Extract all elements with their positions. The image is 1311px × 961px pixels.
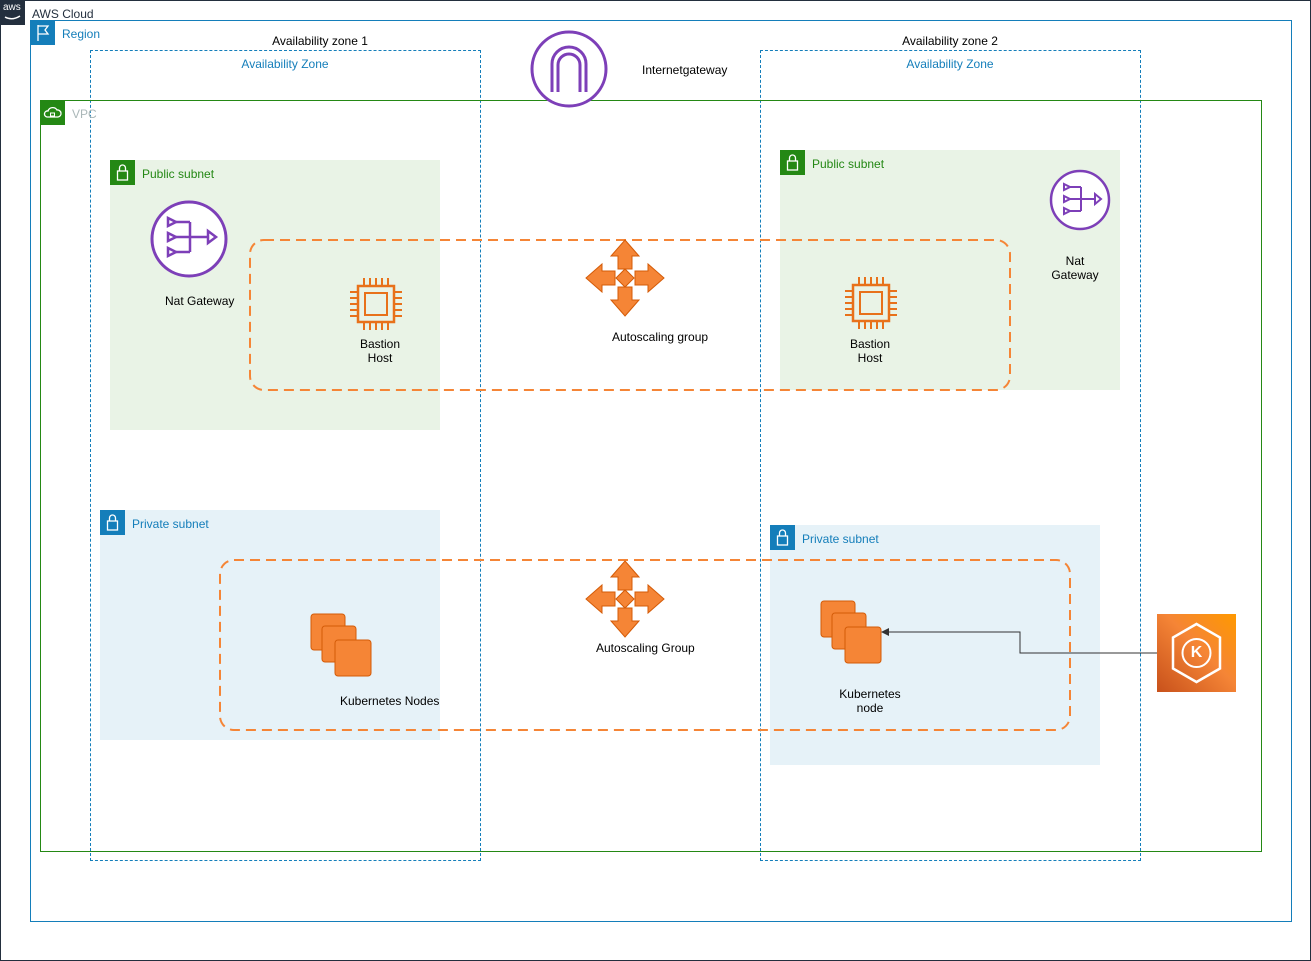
kubernetes-nodes-1-icon <box>310 613 372 677</box>
vpc-group <box>40 100 1262 852</box>
nat-gateway-1-icon <box>150 200 228 278</box>
aws-logo-icon: aws <box>0 0 25 25</box>
nat-gateway-2-label-line1: Nat <box>1065 254 1085 268</box>
eks-letter: K <box>1190 644 1203 661</box>
kubernetes-node-2-icon <box>820 600 882 664</box>
private-subnet-1-lock-icon <box>100 510 125 535</box>
autoscaling-group-bottom-label: Autoscaling Group <box>596 641 695 655</box>
public-subnet-2-lock-icon <box>780 150 805 175</box>
autoscaling-group-top-icon <box>585 239 665 317</box>
bastion-host-2-label-line2: Host <box>857 351 883 365</box>
nat-gateway-1-label: Nat Gateway <box>165 294 235 308</box>
aws-logo-text: aws <box>3 2 21 13</box>
bastion-host-2-label-line1: Bastion <box>849 337 891 351</box>
autoscaling-group-bottom-icon <box>585 560 665 638</box>
availability-zone-2-title: Availability zone 2 <box>902 34 998 48</box>
region-flag-icon <box>30 20 55 45</box>
internet-gateway-icon <box>530 30 608 108</box>
public-subnet-1 <box>110 160 440 430</box>
nat-gateway-2-label-line2: Gateway <box>1051 268 1099 282</box>
public-subnet-1-label: Public subnet <box>142 167 215 181</box>
bastion-host-1-label-line2: Host <box>367 351 393 365</box>
vpc-cloud-icon <box>40 100 65 125</box>
vpc-label: VPC <box>72 107 97 121</box>
kubernetes-nodes-1-label: Kubernetes Nodes <box>340 694 440 708</box>
private-subnet-1 <box>100 510 440 740</box>
bastion-host-2-chip-icon <box>845 277 897 329</box>
kubernetes-node-2-label-line2: node <box>856 701 884 715</box>
availability-zone-1-title: Availability zone 1 <box>272 34 368 48</box>
availability-zone-2-subtitle: Availability Zone <box>906 57 994 71</box>
availability-zone-2 <box>760 50 1141 861</box>
eks-icon: K <box>1157 614 1236 692</box>
kubernetes-node-2-label-line1: Kubernetes <box>839 687 901 701</box>
aws-cloud-label: AWS Cloud <box>32 7 94 21</box>
private-subnet-2 <box>770 525 1100 765</box>
nat-gateway-2-icon <box>1049 169 1111 231</box>
autoscaling-group-top-label: Autoscaling group <box>612 330 709 344</box>
public-subnet-1-lock-icon <box>110 160 135 185</box>
availability-zone-1 <box>90 50 481 861</box>
private-subnet-1-label: Private subnet <box>132 517 209 531</box>
availability-zone-1-subtitle: Availability Zone <box>241 57 329 71</box>
internet-gateway-label: Internetgateway <box>642 63 728 77</box>
region-group <box>30 20 1292 922</box>
region-label: Region <box>62 27 101 41</box>
private-subnet-2-label: Private subnet <box>802 532 879 546</box>
public-subnet-2-label: Public subnet <box>812 157 885 171</box>
bastion-host-1-chip-icon <box>350 278 402 330</box>
private-subnet-2-lock-icon <box>770 525 795 550</box>
bastion-host-1-label-line1: Bastion <box>359 337 401 351</box>
